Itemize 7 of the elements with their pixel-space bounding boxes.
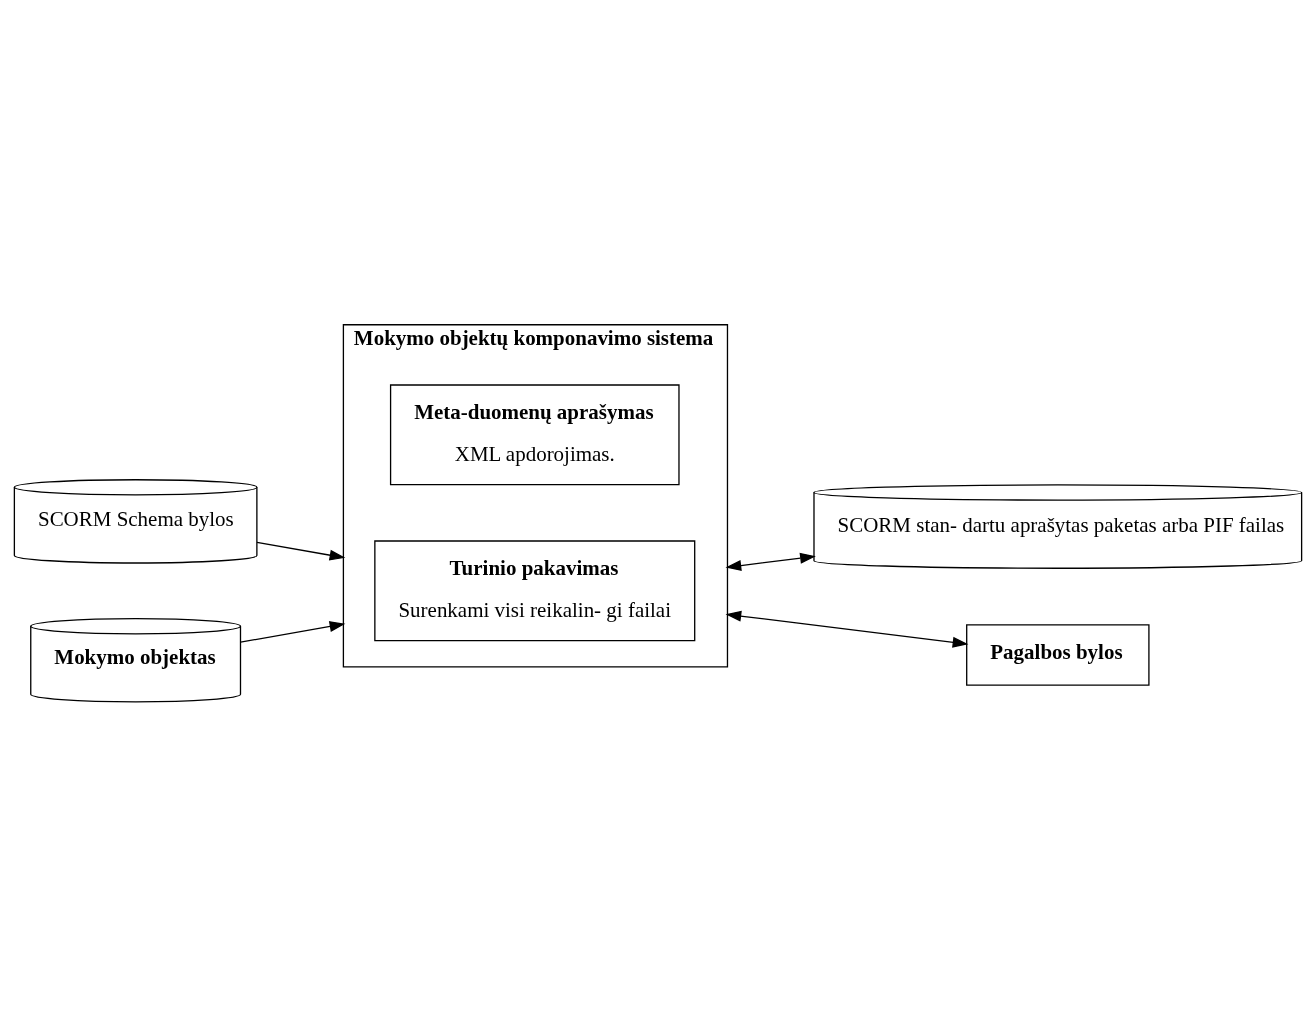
arrow [725,610,969,648]
arrow [239,621,346,643]
node-box: Meta-duomenų aprašymas XML apdorojimas. [389,384,680,486]
arrow [725,552,816,571]
node-box: Turinio pakavimas Surenkami visi reikalin- gi failai [374,540,696,642]
arrow [256,541,346,561]
node-box: Pagalbos bylos [966,624,1150,686]
